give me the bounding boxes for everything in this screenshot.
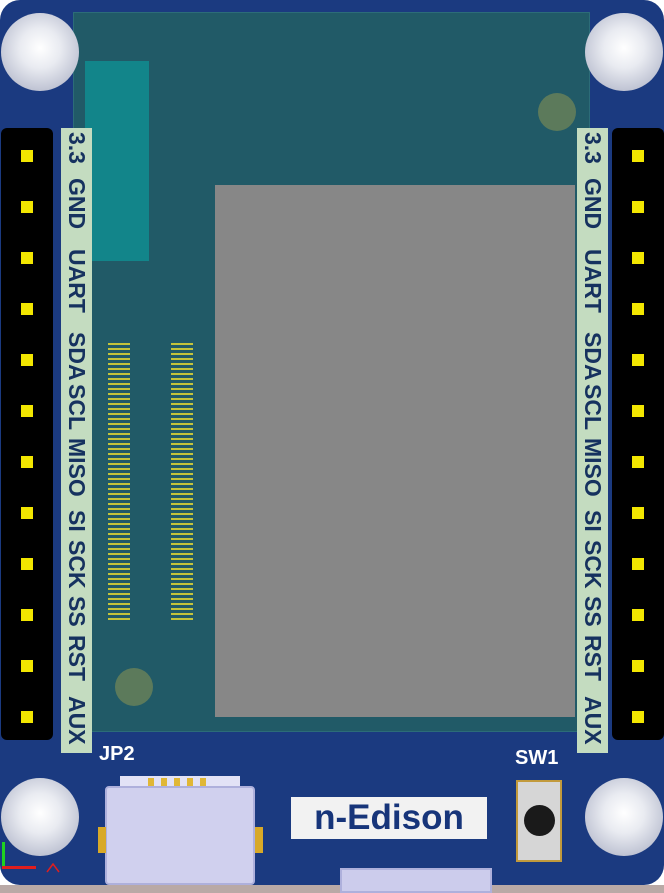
switch-reference-label: SW1 — [515, 747, 559, 769]
rf-shield — [215, 185, 575, 717]
mounting-hole-bottom-right — [585, 778, 663, 856]
header-pin — [632, 711, 644, 723]
right-pin-label: UART — [580, 249, 606, 313]
header-pin — [632, 660, 644, 672]
teal-component — [85, 61, 149, 261]
right-pin-header — [612, 128, 664, 740]
right-pin-label: 3.3 — [580, 132, 606, 164]
board-name-label: n-Edison — [291, 797, 487, 839]
x-axis-indicator — [2, 866, 36, 869]
header-pin — [632, 456, 644, 468]
header-pin — [21, 201, 33, 213]
header-pin — [21, 456, 33, 468]
fiducial-top — [538, 93, 576, 131]
header-pin — [632, 201, 644, 213]
header-pin — [21, 150, 33, 162]
header-pin — [632, 558, 644, 570]
right-pin-label: SDA — [580, 332, 606, 381]
background-bottom — [0, 885, 664, 893]
right-pin-label: GND — [580, 178, 606, 230]
y-axis-indicator — [2, 842, 5, 868]
micro-usb-connector — [105, 786, 255, 885]
header-pin — [21, 609, 33, 621]
header-pin — [632, 609, 644, 621]
mounting-hole-top-right — [585, 13, 663, 91]
left-pin-label: SS — [64, 596, 90, 627]
axis-arrow-icon — [46, 863, 60, 873]
header-pin — [21, 711, 33, 723]
bottom-connector — [340, 868, 492, 893]
header-pin — [21, 303, 33, 315]
right-pin-label: MISO — [580, 438, 606, 497]
right-pin-label: SI — [580, 510, 606, 532]
fiducial-bottom — [115, 668, 153, 706]
header-pin — [21, 558, 33, 570]
mounting-hole-top-left — [1, 13, 79, 91]
left-pin-label: SCK — [64, 540, 90, 589]
right-pin-label-strip: 3.3 GND UART SDA SCL MISO SI SCK SS RST … — [577, 128, 608, 753]
header-pin — [21, 405, 33, 417]
left-pin-label: MISO — [64, 438, 90, 497]
usb-connector-pins — [148, 778, 212, 786]
header-pin — [632, 507, 644, 519]
header-pin — [21, 354, 33, 366]
left-pin-label-strip: 3.3 GND UART SDA SCL MISO SI SCK SS RST … — [61, 128, 92, 753]
left-pin-label: 3.3 — [64, 132, 90, 164]
left-pin-label: SDA — [64, 332, 90, 381]
usb-mount-tab-left — [98, 827, 106, 853]
left-pin-header — [1, 128, 53, 740]
connector-pads-left — [108, 343, 130, 621]
right-pin-label: SCL — [580, 384, 606, 430]
left-pin-label: UART — [64, 249, 90, 313]
right-pin-label: AUX — [580, 696, 606, 745]
right-pin-label: SS — [580, 596, 606, 627]
header-pin — [21, 660, 33, 672]
header-pin — [632, 150, 644, 162]
left-pin-label: SCL — [64, 384, 90, 430]
right-pin-label: RST — [580, 635, 606, 681]
left-pin-label: RST — [64, 635, 90, 681]
right-pin-label: SCK — [580, 540, 606, 589]
header-pin — [21, 252, 33, 264]
header-pin — [632, 354, 644, 366]
mounting-hole-bottom-left — [1, 778, 79, 856]
left-pin-label: AUX — [64, 696, 90, 745]
switch-button — [524, 805, 555, 836]
header-pin — [21, 507, 33, 519]
header-pin — [632, 252, 644, 264]
header-pin — [632, 405, 644, 417]
connector-reference-label: JP2 — [99, 743, 135, 765]
header-pin — [632, 303, 644, 315]
connector-pads-right — [171, 343, 193, 621]
usb-mount-tab-right — [255, 827, 263, 853]
left-pin-label: SI — [64, 510, 90, 532]
left-pin-label: GND — [64, 178, 90, 230]
